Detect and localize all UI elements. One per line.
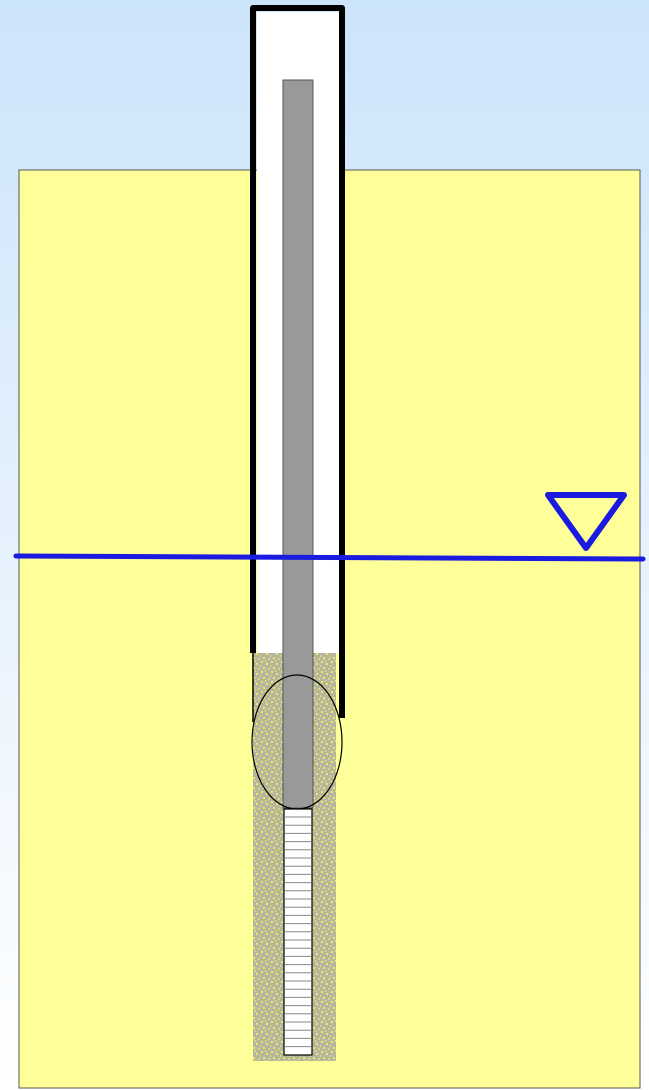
well-screen <box>283 808 313 1056</box>
well-casing <box>250 5 345 718</box>
seal-zone-ellipse <box>251 674 343 810</box>
well-screen-slots <box>285 816 311 1048</box>
water-table-line <box>13 553 646 562</box>
riser-pipe <box>282 79 314 809</box>
inverted-triangle-icon <box>545 492 627 551</box>
